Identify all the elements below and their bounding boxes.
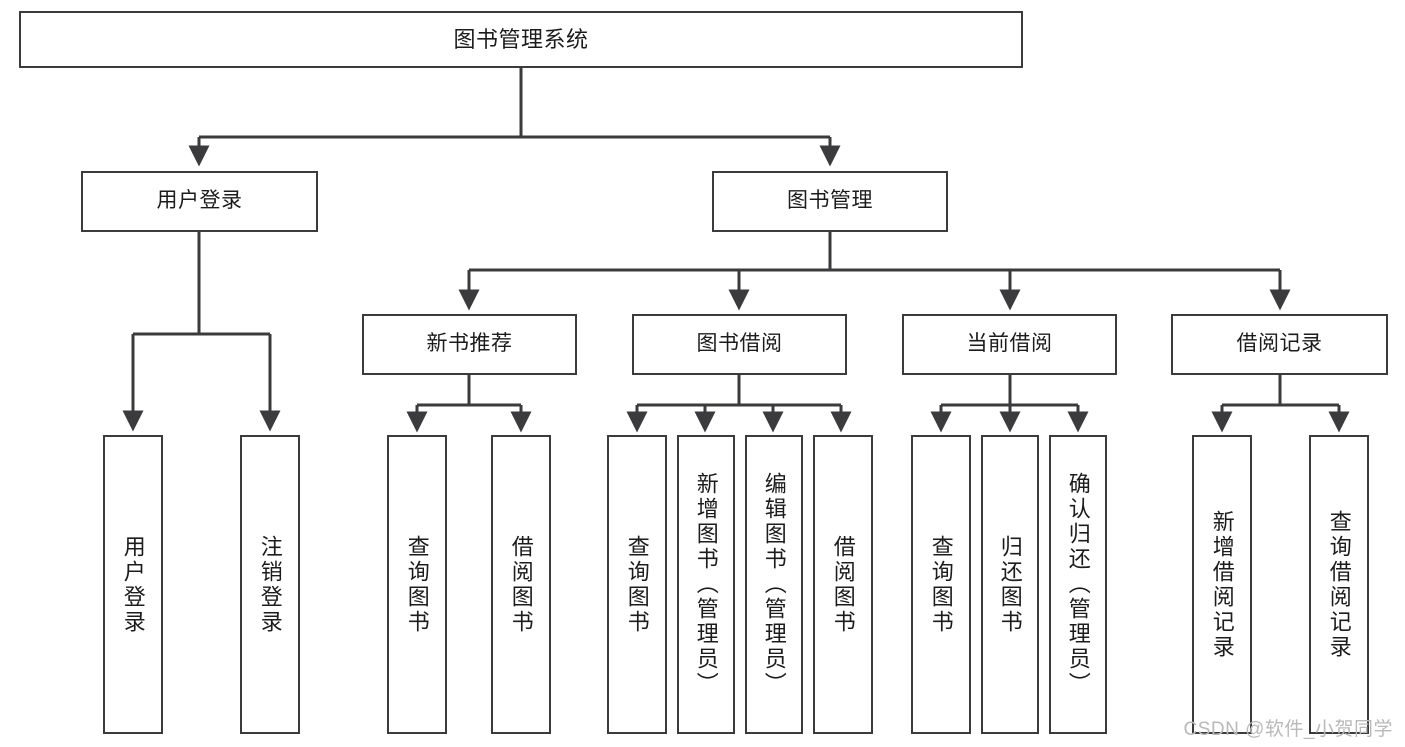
node-label: 图书管理系统 <box>453 26 589 52</box>
leaf-user-login[interactable]: 用户登录 <box>103 435 163 734</box>
node-label: 注销登录 <box>257 534 283 635</box>
leaf-query-book-recommend[interactable]: 查询图书 <box>387 435 447 734</box>
node-label: 查询图书 <box>624 534 650 635</box>
node-label: 查询借阅记录 <box>1326 509 1352 660</box>
leaf-borrow-book[interactable]: 借阅图书 <box>813 435 873 734</box>
node-new-book-recommend[interactable]: 新书推荐 <box>362 314 577 375</box>
leaf-confirm-return[interactable]: 确认归还（管理员） <box>1049 435 1107 734</box>
node-label: 图书管理 <box>787 189 873 213</box>
leaf-query-book-borrow[interactable]: 查询图书 <box>607 435 667 734</box>
node-label: 新增借阅记录 <box>1209 509 1235 660</box>
node-root-system[interactable]: 图书管理系统 <box>19 11 1023 68</box>
node-label: 图书借阅 <box>696 332 783 356</box>
leaf-query-borrow-record[interactable]: 查询借阅记录 <box>1309 435 1369 734</box>
node-label: 确认归还（管理员） <box>1065 472 1091 697</box>
node-label: 查询图书 <box>404 534 430 635</box>
node-user-login[interactable]: 用户登录 <box>81 171 318 232</box>
leaf-edit-book[interactable]: 编辑图书（管理员） <box>745 435 803 734</box>
leaf-add-book[interactable]: 新增图书（管理员） <box>677 435 735 734</box>
node-label: 借阅图书 <box>830 534 856 635</box>
node-book-borrow[interactable]: 图书借阅 <box>632 314 847 375</box>
watermark-text: CSDN @软件_小贺同学 <box>1183 719 1393 740</box>
leaf-logout-login[interactable]: 注销登录 <box>240 435 300 734</box>
node-label: 查询图书 <box>928 534 954 635</box>
leaf-borrow-book-recommend[interactable]: 借阅图书 <box>491 435 551 734</box>
node-label: 归还图书 <box>997 534 1023 635</box>
node-label: 借阅图书 <box>508 534 534 635</box>
node-label: 当前借阅 <box>966 332 1053 356</box>
node-label: 用户登录 <box>156 189 243 213</box>
node-label: 编辑图书（管理员） <box>761 472 787 697</box>
node-borrow-record[interactable]: 借阅记录 <box>1171 314 1388 375</box>
leaf-query-book-current[interactable]: 查询图书 <box>911 435 971 734</box>
leaf-return-book[interactable]: 归还图书 <box>981 435 1039 734</box>
node-label: 新书推荐 <box>426 332 513 356</box>
node-label: 借阅记录 <box>1236 332 1323 356</box>
leaf-add-borrow-record[interactable]: 新增借阅记录 <box>1192 435 1252 734</box>
node-label: 用户登录 <box>120 534 146 635</box>
node-current-borrow[interactable]: 当前借阅 <box>902 314 1117 375</box>
node-label: 新增图书（管理员） <box>693 472 719 697</box>
node-book-management[interactable]: 图书管理 <box>712 171 948 232</box>
